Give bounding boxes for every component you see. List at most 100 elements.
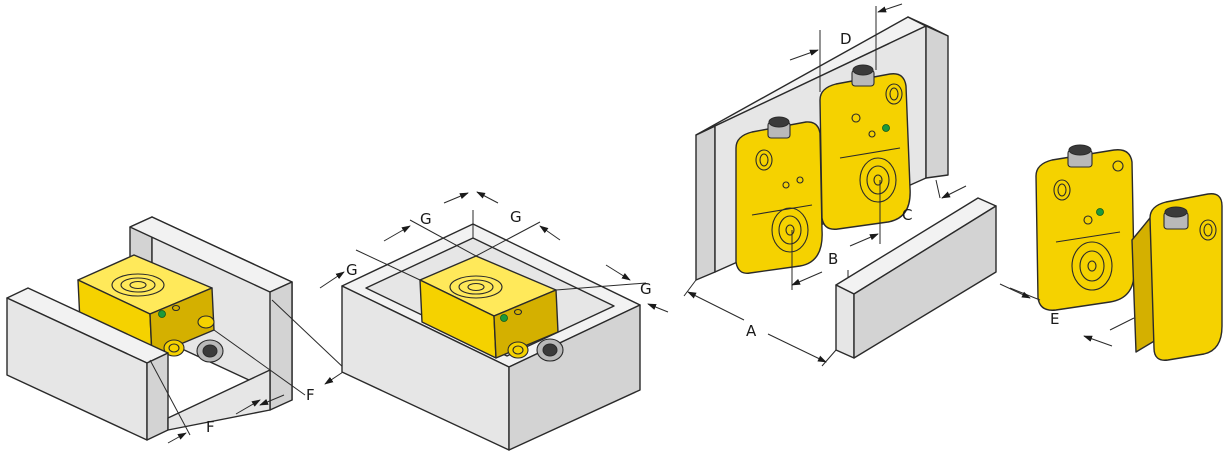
sensor-upright-left (735, 116, 823, 274)
sensing-face-ring-outer (111, 273, 165, 297)
g-arrow-4 (319, 271, 345, 289)
m12-connector-pins (202, 344, 218, 358)
label-a: A (746, 322, 757, 340)
mounting-hole-inner (889, 87, 899, 101)
indicator-hole (171, 304, 181, 312)
f-extension-line-3 (149, 359, 191, 436)
indicator-hole (513, 308, 523, 316)
sensing-face-ring-outer (1071, 241, 1113, 291)
g-extension-4 (555, 282, 647, 291)
d-arrow-2 (877, 3, 903, 13)
sensor-front-facing (1035, 144, 1135, 311)
label-g-4: G (640, 280, 652, 298)
m12-connector-pins (542, 343, 558, 357)
sensing-face-edge (1055, 231, 1121, 243)
sensing-face-ring-mid (458, 279, 494, 295)
indicator-hole (782, 181, 790, 189)
sensing-face-ring-outer (449, 275, 503, 299)
mounting-hole-inner (1057, 183, 1067, 197)
mounting-hole (1053, 179, 1071, 201)
sensing-face-ring-mid (1079, 250, 1105, 282)
label-c: C (902, 206, 912, 224)
e-arrow-1 (999, 283, 1031, 299)
sensing-face-ring-inner (873, 174, 883, 186)
mounting-ear (197, 315, 215, 329)
indicator-hole (1083, 215, 1093, 225)
status-led (882, 124, 890, 132)
mounting-hole-inner (512, 345, 524, 355)
b-arrow-1 (791, 271, 823, 286)
g-extension-2 (475, 221, 541, 257)
label-g-2: G (510, 208, 522, 226)
scene-u-channel: F F (6, 216, 347, 444)
wall-return (925, 25, 949, 179)
m12-connector-pins (852, 64, 874, 76)
target-plate-edge (835, 284, 855, 359)
box-side-face (508, 304, 641, 451)
scene-face-to-face: E (999, 144, 1223, 361)
f-extension-line-1 (213, 329, 306, 396)
sensing-face-ring-mid (866, 165, 890, 195)
sensor-front-face (735, 121, 823, 274)
sensor-front-face (1035, 149, 1135, 311)
e-extension-2 (1109, 317, 1135, 331)
wall-left-edge (695, 125, 716, 281)
sensing-face-edge (839, 147, 901, 159)
label-e: E (1050, 310, 1059, 328)
scene-recess-box: G G G G (319, 191, 669, 451)
indicator-hole-2 (796, 176, 804, 184)
sensing-face-ring-mid (778, 215, 802, 245)
c-arrow-1 (849, 233, 879, 247)
sensing-face-ring-inner (785, 224, 795, 236)
sensing-face-ring-inner (467, 282, 485, 292)
g-arrow-1b (476, 191, 499, 204)
label-g-3: G (346, 261, 358, 279)
g-arrow-3 (539, 225, 561, 241)
label-d: D (840, 30, 852, 48)
indicator-hole-2 (868, 130, 876, 138)
label-f-right: F (306, 386, 315, 404)
mounting-hole (755, 149, 773, 171)
g-arrow-2 (383, 225, 411, 242)
sensing-face-ring-inner (1087, 260, 1097, 272)
sensor-front-face (819, 73, 911, 230)
sensor-upright-right (819, 64, 911, 230)
mounting-ear (1112, 160, 1124, 172)
a-extension-1 (683, 279, 697, 297)
sensor-flat-1 (77, 254, 224, 363)
a-arrow-1 (687, 291, 745, 321)
label-f-bottom: F (206, 418, 215, 436)
sensor-flat-2 (419, 255, 564, 362)
a-arrow-2 (767, 333, 827, 363)
f-extension-line-2 (271, 299, 347, 371)
status-led (158, 310, 166, 318)
label-g-1: G (420, 210, 432, 228)
status-led (500, 314, 508, 322)
g-arrow-1a (443, 192, 469, 204)
sensor-side-face (493, 289, 559, 359)
g-arrow-5b (647, 303, 669, 313)
g-arrow-5a (605, 264, 631, 281)
status-led (1096, 208, 1104, 216)
sensing-face-ring-inner (129, 280, 147, 290)
mounting-hole (507, 341, 529, 359)
mounting-hole (163, 339, 185, 357)
sensing-face-ring-mid (120, 277, 156, 293)
g-extension-1 (409, 219, 477, 257)
mounting-hole (885, 83, 903, 105)
g-extension-3 (355, 249, 421, 281)
m12-connector-pins (1164, 206, 1188, 218)
target-plate-face (853, 205, 997, 359)
channel-front-wall-end (146, 352, 169, 441)
f-dim-arrow-1 (235, 399, 261, 415)
f-dim-arrow-3 (167, 432, 187, 444)
e-extension-1 (1009, 287, 1041, 301)
m12-connector-pins (768, 116, 790, 128)
scene-wall-mounted-pair: D C B A (683, 3, 997, 367)
d-arrow-1 (789, 49, 819, 61)
f-dim-arrow-4 (259, 394, 285, 406)
indicator-hole (851, 113, 861, 123)
c-arrow-2 (941, 185, 967, 199)
c-extension-2 (935, 179, 941, 199)
label-b: B (828, 250, 838, 268)
